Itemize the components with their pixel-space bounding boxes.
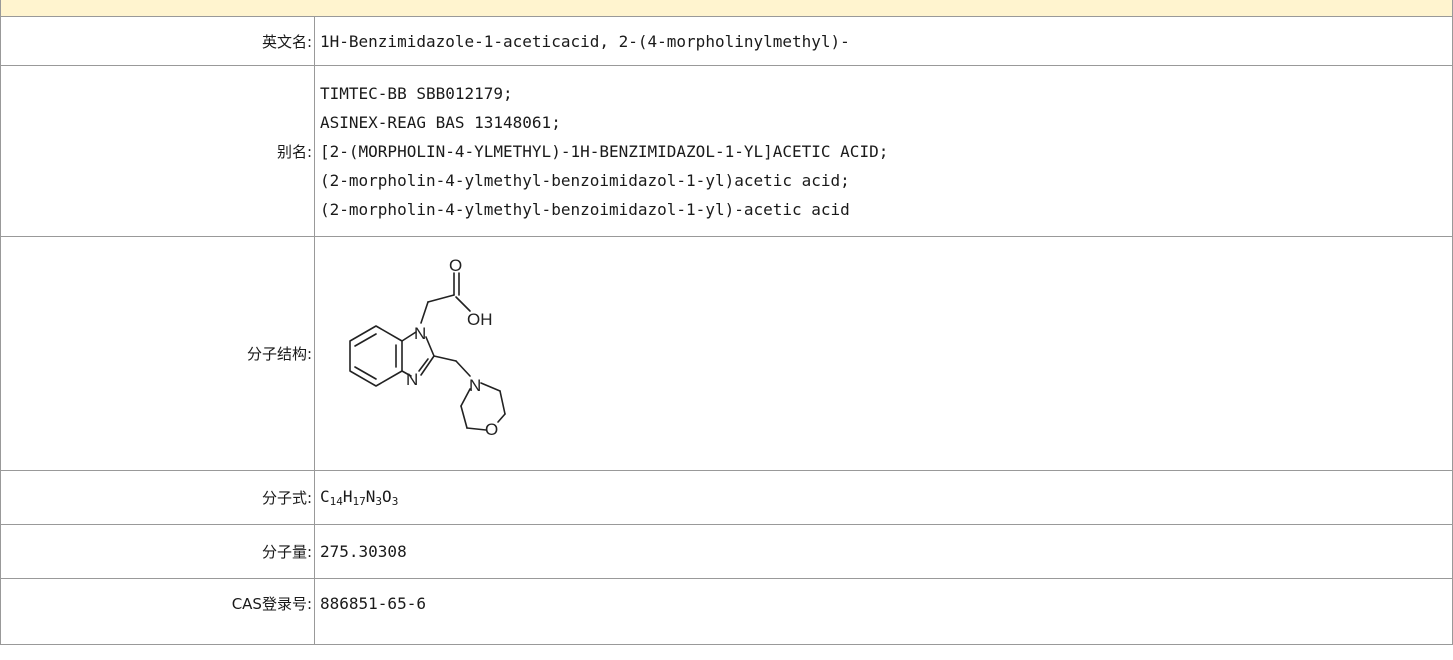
table-row-molecular-weight: 分子量: 275.30308 <box>0 524 1453 579</box>
section-header-bar <box>0 0 1453 17</box>
atom-label: N <box>406 370 418 389</box>
atom-label: O <box>449 256 462 275</box>
formula-value: C14H17N3O3 <box>314 470 1453 525</box>
structure-label: 分子结构: <box>0 236 315 471</box>
properties-table: 英文名: 1H-Benzimidazole-1-aceticacid, 2-(4… <box>0 16 1453 645</box>
alias-item: [2-(MORPHOLIN-4-YLMETHYL)-1H-BENZIMIDAZO… <box>320 141 889 161</box>
alias-item: (2-morpholin-4-ylmethyl-benzoimidazol-1-… <box>320 170 850 190</box>
aliases-label: 别名: <box>0 65 315 237</box>
molecular-structure-image: O OH N N N O <box>349 256 506 439</box>
formula-element: N <box>365 487 376 506</box>
table-row-structure: 分子结构: <box>0 236 1453 471</box>
cas-value-cell: 886851-65-6 <box>314 578 1453 645</box>
formula-element: O <box>382 487 392 506</box>
table-row-english-name: 英文名: 1H-Benzimidazole-1-aceticacid, 2-(4… <box>0 16 1453 66</box>
alias-item: TIMTEC-BB SBB012179; <box>320 83 513 103</box>
cas-label: CAS登录号: <box>231 595 312 613</box>
alias-item: ASINEX-REAG BAS 13148061; <box>320 112 561 132</box>
formula-element: C <box>320 487 330 506</box>
table-row-aliases: 别名: TIMTEC-BB SBB012179; ASINEX-REAG BAS… <box>0 65 1453 237</box>
molecular-weight-label: 分子量: <box>0 524 315 579</box>
cas-value: 886851-65-6 <box>320 594 426 613</box>
atom-label: O <box>485 420 498 439</box>
table-row-cas: CAS登录号: 886851-65-6 <box>0 578 1453 645</box>
formula-count: 3 <box>391 495 399 508</box>
alias-item: (2-morpholin-4-ylmethyl-benzoimidazol-1-… <box>320 199 850 219</box>
formula-count: 14 <box>329 495 343 508</box>
formula-label: 分子式: <box>0 470 315 525</box>
formula-count: 3 <box>375 495 383 508</box>
aliases-value: TIMTEC-BB SBB012179; ASINEX-REAG BAS 131… <box>314 65 1453 237</box>
english-name-value: 1H-Benzimidazole-1-aceticacid, 2-(4-morp… <box>314 16 1453 66</box>
table-row-formula: 分子式: C14H17N3O3 <box>0 470 1453 525</box>
formula-element: H <box>342 487 353 506</box>
atom-label: N <box>469 376 481 395</box>
molecular-weight-value: 275.30308 <box>314 524 1453 579</box>
structure-cell: O OH N N N O <box>314 236 1453 471</box>
cas-label-cell: CAS登录号: <box>0 578 315 645</box>
atom-label: N <box>414 324 426 343</box>
english-name-label: 英文名: <box>0 16 315 66</box>
atom-label: OH <box>467 310 493 329</box>
formula-count: 17 <box>352 495 366 508</box>
